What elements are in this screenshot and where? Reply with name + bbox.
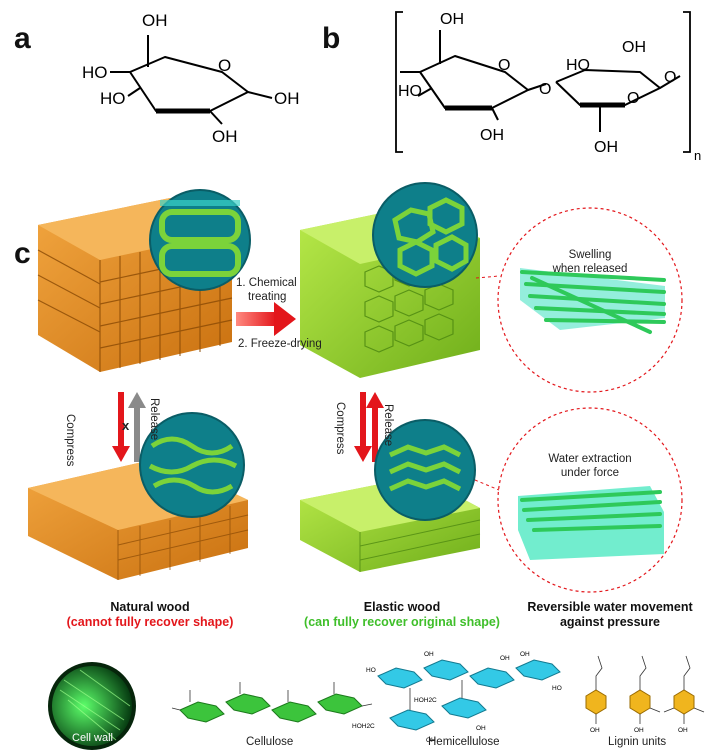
glucose-ho-mid: HO [100, 89, 126, 108]
reversible-line2: against pressure [559, 615, 661, 629]
hemicellulose-label: Hemicellulose [428, 736, 500, 748]
water-extraction-label: Water extraction under force [538, 452, 642, 480]
glucose-ho-left: HO [82, 63, 108, 82]
elastic-wood-zoom [372, 182, 478, 288]
panel-label-a: a [14, 22, 31, 55]
glucose-structure [110, 35, 273, 125]
left-release-label: Release [148, 398, 160, 441]
hemi-label-ho-2: HO [552, 685, 562, 692]
left-cross-mark: x [122, 418, 130, 433]
lignin-drawing [585, 655, 705, 724]
panel-label-b: b [322, 22, 341, 55]
left-compress-release-arrows [112, 392, 146, 462]
hemi-label-oh-2: OH [520, 651, 530, 658]
reversible-caption: Reversible water movement against pressu… [510, 600, 710, 630]
cellulose-oh-low-left: OH [480, 127, 504, 144]
cellulose-ring-o-right: O [627, 90, 639, 107]
compressed-elastic-zoom [374, 419, 476, 521]
cellulose-ring-o-left: O [498, 57, 510, 74]
step1-label: 1. Chemical treating [236, 276, 326, 304]
elastic-wood-subtitle: (can fully recover original shape) [304, 615, 500, 629]
hemicellulose-drawing [377, 659, 561, 731]
cellulose-ho-left: HO [398, 83, 422, 100]
cellulose-end-o: O [664, 69, 676, 86]
cellulose-subscript-n: n [694, 148, 701, 163]
mid-compress-label: Compress [334, 402, 346, 455]
cellulose-link-o: O [539, 81, 551, 98]
elastic-wood-caption: Elastic wood (can fully recover original… [296, 600, 508, 630]
cellulose-bracket [395, 11, 691, 153]
step1-line2: treating [248, 291, 287, 303]
water-line2: under force [560, 467, 620, 479]
reversible-line1: Reversible water movement [527, 600, 693, 614]
mid-compress-release-arrows [354, 392, 384, 462]
natural-wood-zoom [149, 189, 251, 291]
glucose-oh-bottom: OH [212, 127, 238, 146]
swelling-inset [475, 207, 683, 393]
hemi-label-ho: HO [366, 667, 376, 674]
hemi-label-oh-3: OH [426, 737, 436, 744]
natural-wood-title: Natural wood [110, 600, 190, 614]
step2-label: 2. Freeze-drying [238, 338, 322, 350]
cellulose-label: Cellulose [246, 736, 294, 748]
lignin-label: Lignin units [608, 736, 667, 748]
compressed-natural-zoom [139, 412, 245, 518]
swelling-label: Swelling when released [550, 248, 630, 276]
hemi-label-hoh2c-1: HOH2C [352, 723, 375, 730]
hemi-label-oh-1: OH [424, 651, 434, 658]
glucose-ring-o: O [218, 56, 231, 75]
hemi-label-oh-5: OH [500, 655, 510, 662]
cell-wall-label: Cell wall [72, 732, 113, 744]
cellulose-ho-right: HO [566, 57, 590, 74]
lignin-oh-1: OH [590, 727, 600, 734]
swelling-line1: Swelling [568, 249, 612, 261]
cell-wall-image [48, 662, 136, 750]
cellulose-repeat-structure [400, 30, 681, 132]
panel-label-c: c [14, 237, 31, 270]
glucose-oh-top: OH [142, 11, 168, 30]
elastic-wood-title: Elastic wood [363, 600, 441, 614]
glucose-oh-right: OH [274, 89, 300, 108]
swelling-line2: when released [552, 263, 628, 275]
cellulose-chain-drawing [171, 682, 373, 723]
natural-wood-subtitle: (cannot fully recover shape) [66, 615, 234, 629]
water-extraction-inset [474, 407, 683, 593]
natural-wood-caption: Natural wood (cannot fully recover shape… [50, 600, 250, 630]
cellulose-oh-top-right: OH [622, 39, 646, 56]
lignin-oh-2: OH [634, 727, 644, 734]
hemi-label-oh-4: OH [476, 725, 486, 732]
left-compress-label: Compress [64, 414, 76, 467]
mid-release-label: Release [382, 404, 394, 447]
water-line1: Water extraction [548, 453, 632, 465]
lignin-oh-3: OH [678, 727, 688, 734]
cellulose-oh-top-left: OH [440, 11, 464, 28]
cellulose-oh-bottom: OH [594, 139, 618, 156]
step1-line1: 1. Chemical [236, 277, 297, 289]
process-arrow [236, 302, 296, 336]
hemi-label-hoh2c-2: HOH2C [414, 697, 437, 704]
